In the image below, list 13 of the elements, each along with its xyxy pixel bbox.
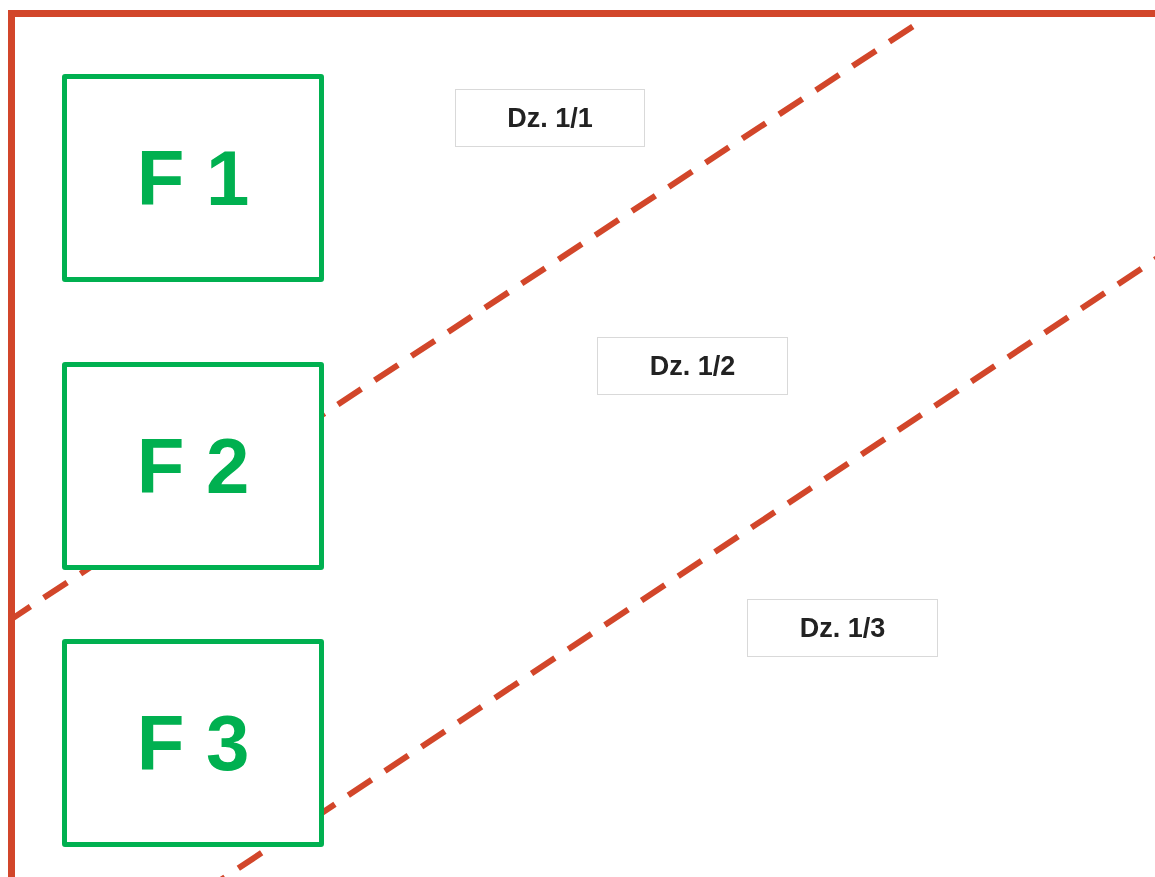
parcel-box	[62, 639, 324, 847]
plot-number-label	[747, 599, 938, 657]
parcel-name: F 2	[136, 420, 250, 512]
plot-number: Dz. 1/2	[649, 350, 736, 382]
plot-boundary	[8, 10, 1155, 877]
parcel-name: F 1	[136, 132, 250, 224]
plot-number-label	[455, 89, 645, 147]
plot-number: Dz. 1/3	[799, 612, 886, 644]
plot-number: Dz. 1/1	[507, 102, 593, 134]
plot-number-label	[597, 337, 788, 395]
parcel-box	[62, 74, 324, 282]
parcel-box	[62, 362, 324, 570]
parcel-name: F 3	[136, 697, 250, 789]
